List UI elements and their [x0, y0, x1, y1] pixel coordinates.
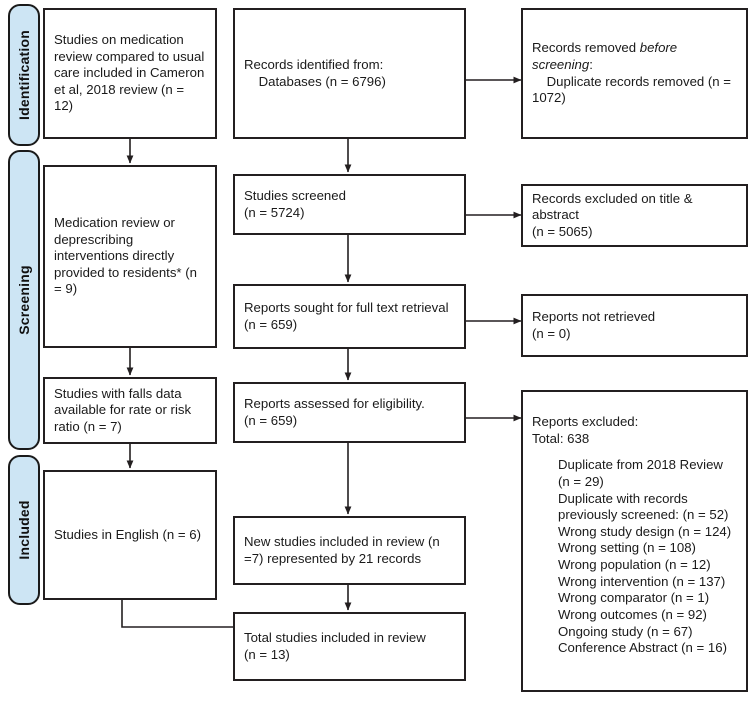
records-removed-prefix: Records removed: [532, 40, 640, 56]
phase-identification-label: Identification: [16, 30, 32, 120]
records-removed-suffix: : Duplicate records removed (n = 1072): [532, 56, 731, 106]
phase-screening-label: Screening: [16, 265, 32, 335]
phase-screening: Screening: [8, 150, 40, 450]
list-item: Wrong comparator (n = 1): [558, 590, 710, 606]
box-records-excluded-title-abstract[interactable]: Records excluded on title & abstract (n …: [521, 184, 748, 247]
reports-excluded-reason-list: Duplicate from 2018 Review (n = 29) Dupl…: [558, 457, 737, 657]
box-reports-assessed-text: Reports assessed for eligibility. (n = 6…: [244, 395, 425, 428]
box-reports-sought[interactable]: Reports sought for full text retrieval (…: [233, 284, 466, 349]
box-reports-not-retrieved[interactable]: Reports not retrieved (n = 0): [521, 294, 748, 357]
box-prior-review-text: Studies on medication review compared to…: [54, 31, 208, 114]
box-records-excluded-title-abstract-text: Records excluded on title & abstract (n …: [532, 190, 693, 239]
box-records-identified-text: Records identified from: Databases (n = …: [244, 56, 386, 89]
list-item: Wrong study design (n = 124): [558, 523, 732, 539]
box-new-studies-text: New studies included in review (n =7) re…: [244, 533, 444, 566]
box-total-studies[interactable]: Total studies included in review (n = 13…: [233, 612, 466, 681]
list-item: Wrong intervention (n = 137): [558, 573, 726, 589]
box-medication-review-interventions-text: Medication review or deprescribing inter…: [54, 214, 201, 297]
records-removed-emphasis: before screening: [532, 40, 681, 72]
box-reports-excluded[interactable]: Reports excluded: Total: 638 Duplicate f…: [521, 390, 748, 692]
box-reports-excluded-heading: Reports excluded: Total: 638: [532, 414, 639, 446]
box-studies-screened[interactable]: Studies screened (n = 5724): [233, 174, 466, 235]
box-prior-review[interactable]: Studies on medication review compared to…: [43, 8, 217, 139]
list-item: Wrong setting (n = 108): [558, 540, 696, 556]
box-records-removed-before-screening[interactable]: Records removed before screening: Duplic…: [521, 8, 748, 139]
phase-included-label: Included: [16, 500, 32, 560]
box-total-studies-text: Total studies included in review (n = 13…: [244, 629, 426, 662]
box-records-identified[interactable]: Records identified from: Databases (n = …: [233, 8, 466, 139]
box-reports-not-retrieved-text: Reports not retrieved (n = 0): [532, 308, 656, 341]
box-studies-in-english[interactable]: Studies in English (n = 6): [43, 470, 217, 600]
box-studies-screened-text: Studies screened (n = 5724): [244, 187, 346, 220]
list-item: Conference Abstract (n = 16): [558, 640, 727, 656]
box-falls-data-text: Studies with falls data available for ra…: [54, 385, 195, 434]
box-falls-data[interactable]: Studies with falls data available for ra…: [43, 377, 217, 444]
box-reports-sought-text: Reports sought for full text retrieval (…: [244, 299, 453, 332]
list-item: Duplicate from 2018 Review (n = 29): [558, 457, 727, 489]
box-medication-review-interventions[interactable]: Medication review or deprescribing inter…: [43, 165, 217, 348]
list-item: Duplicate with records previously screen…: [558, 490, 729, 523]
box-new-studies[interactable]: New studies included in review (n =7) re…: [233, 516, 466, 585]
list-item: Wrong outcomes (n = 92): [558, 606, 707, 622]
phase-included: Included: [8, 455, 40, 605]
box-studies-in-english-text: Studies in English (n = 6): [54, 526, 201, 542]
list-item: Wrong population (n = 12): [558, 557, 711, 572]
list-item: Ongoing study (n = 67): [558, 623, 693, 639]
phase-identification: Identification: [8, 4, 40, 146]
box-reports-assessed[interactable]: Reports assessed for eligibility. (n = 6…: [233, 382, 466, 443]
box-records-removed-text: Records removed before screening: Duplic…: [532, 40, 737, 107]
